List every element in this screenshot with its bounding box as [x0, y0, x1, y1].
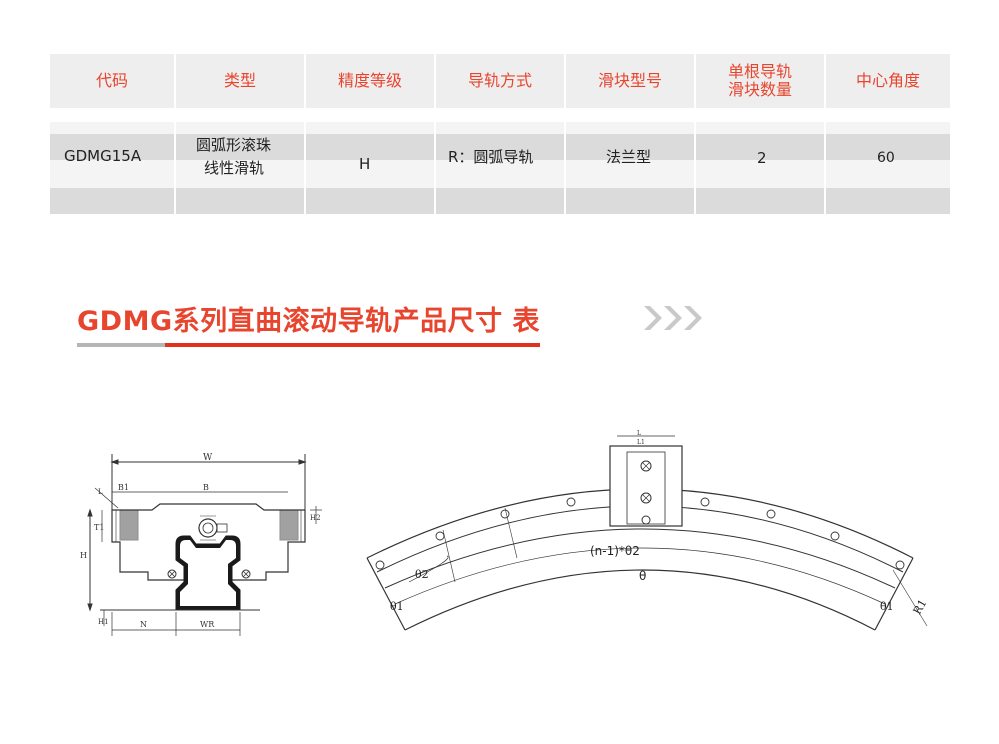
header-code: 代码: [50, 54, 176, 108]
cross-section-drawing: W B1 B L H T1 H2 H1 N WR: [80, 453, 322, 636]
header-rail-mode: 导轨方式: [436, 54, 566, 108]
rail-holes: [375, 497, 905, 570]
dim-label-block-L1: L1: [637, 439, 645, 446]
cell-center-angle: 60: [877, 150, 895, 166]
label-theta1-left: θ1: [390, 600, 404, 613]
label-theta1-right: θ1: [880, 600, 894, 613]
dim-label-H1: H1: [98, 618, 109, 626]
triple-chevron-icon: [644, 306, 702, 330]
header-precision: 精度等级: [306, 54, 436, 108]
label-theta: θ: [639, 569, 646, 583]
dim-label-T1: T1: [94, 523, 104, 532]
section-title: GDMG系列直曲滚动导轨产品尺寸 表: [77, 306, 541, 337]
table-row-stripe-dark-2: [50, 188, 950, 214]
table-header-row: 代码 类型 精度等级 导轨方式 滑块型号 单根导轨 滑块数量 中心角度: [50, 54, 950, 108]
cell-type-line1: 圆弧形滚珠: [196, 136, 272, 154]
cell-block-model: 法兰型: [606, 148, 652, 166]
dim-label-W: W: [203, 453, 213, 463]
title-underline-red: [165, 343, 540, 347]
dim-label-block-L: L: [637, 430, 641, 437]
table-row-stripe-dark: [50, 134, 950, 160]
dim-label-WR: WR: [200, 620, 215, 629]
dim-label-H2: H2: [310, 514, 321, 522]
table-gap: [50, 108, 950, 122]
spec-table: 代码 类型 精度等级 导轨方式 滑块型号 单根导轨 滑块数量 中心角度 GDMG…: [50, 54, 950, 214]
label-theta2: θ2: [415, 568, 429, 581]
cell-code: GDMG15A: [64, 147, 142, 165]
dim-label-B1: B1: [118, 483, 129, 492]
cell-rail-mode: R：圆弧导轨: [448, 148, 534, 166]
cell-block-qty: 2: [757, 149, 767, 167]
header-center-angle: 中心角度: [855, 71, 920, 90]
header-block-model: 滑块型号: [566, 54, 696, 108]
label-R1: R1: [911, 597, 930, 617]
slider-block: [609, 445, 683, 527]
header-type: 类型: [176, 54, 306, 108]
dim-label-N: N: [140, 620, 147, 629]
dim-label-L: L: [98, 488, 103, 496]
table-row-stripe-light: [50, 122, 950, 134]
title-underline-gray: [77, 343, 167, 347]
dim-label-B: B: [203, 483, 209, 492]
cell-type-line2: 线性滑轨: [204, 159, 265, 177]
label-n-minus-1-theta2: (n-1)*θ2: [590, 544, 640, 558]
table-row-stripe-light-2: [50, 160, 950, 188]
dim-label-H: H: [80, 551, 87, 560]
cell-precision: H: [359, 155, 371, 173]
header-block-qty: 单根导轨 滑块数量: [696, 54, 826, 108]
curved-rail-drawing: L L1 (n-1)*θ2 θ θ2 θ1 θ1 R1: [366, 430, 930, 631]
